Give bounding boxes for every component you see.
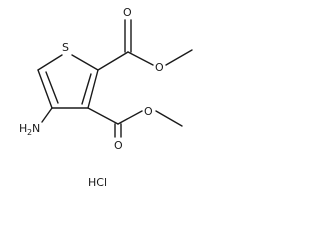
sulfur-atom-label: S: [62, 41, 69, 54]
lower-ester-group: [87, 107, 183, 138]
bond-ether-o-methyl: [155, 110, 183, 127]
bond-ether-o-methyl: [165, 49, 193, 66]
lower-carbonyl-oxygen-label: O: [114, 139, 123, 152]
chemical-structure-diagram: S O O O O H 2 N HCl: [19, 6, 193, 189]
amine-group-label: H 2 N: [19, 122, 40, 137]
bond-carbonyl-c-ether-o: [127, 51, 154, 66]
bond-c5-s: [37, 54, 63, 71]
amine-hydrogen-count: 2: [27, 128, 32, 137]
bond-c4-c5: [37, 69, 53, 109]
bond-c4-amine: [41, 107, 53, 123]
bond-c2-c3: [87, 69, 99, 109]
amine-nitrogen-label: N: [32, 122, 40, 135]
thiophene-ring: [37, 54, 99, 109]
upper-ester-group: [97, 19, 193, 71]
bond-c2-c3-inner: [81, 73, 92, 105]
hydrochloride-salt-label: HCl: [88, 176, 107, 189]
bond-c3-carbonyl-c: [87, 107, 119, 125]
bond-s-c2: [71, 54, 99, 71]
bond-carbonyl-c-ether-o: [117, 110, 143, 125]
upper-carbonyl-oxygen-label: O: [123, 6, 132, 19]
bond-c2-carbonyl-c: [97, 51, 129, 71]
amine-hydrogen-label: H: [19, 122, 27, 135]
bond-c4-c5-inner: [45, 71, 59, 104]
upper-ether-oxygen-label: O: [155, 61, 164, 74]
lower-ether-oxygen-label: O: [144, 105, 153, 118]
